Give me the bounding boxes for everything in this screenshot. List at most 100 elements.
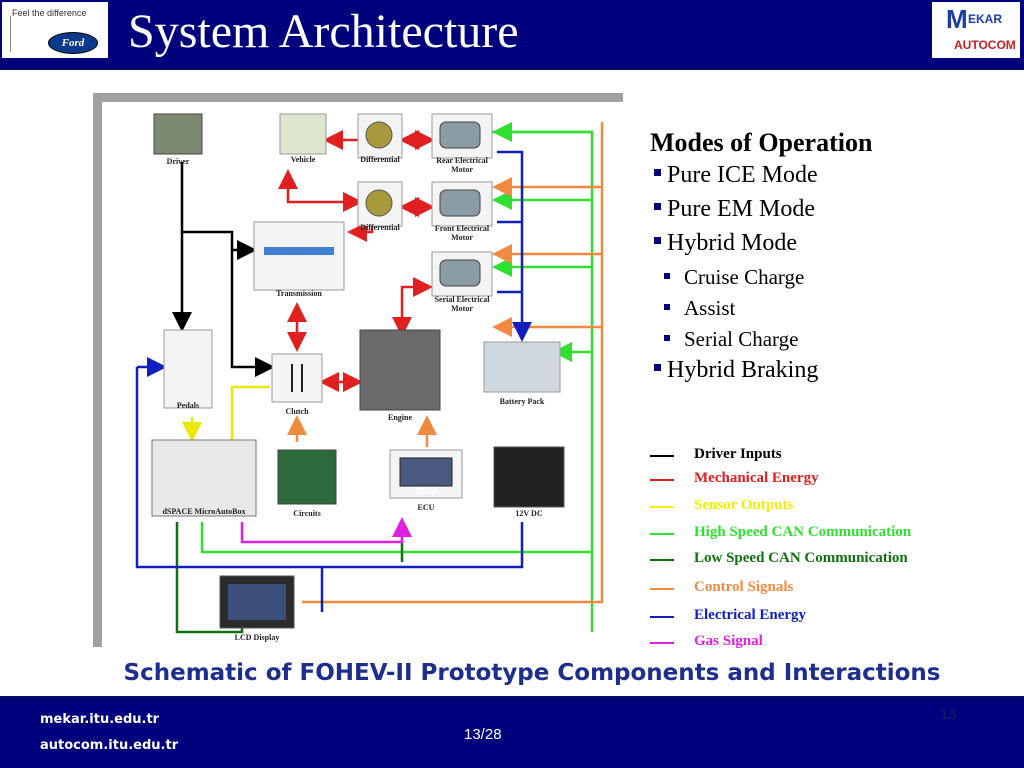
- slide-number: 13: [940, 706, 957, 723]
- label-differential-front: Differential: [360, 223, 400, 232]
- footer-bar: [0, 698, 1024, 768]
- line-electrical-12v: [135, 367, 524, 569]
- lcd-screen-icon: [228, 584, 286, 620]
- legend-label: Mechanical Energy: [694, 470, 819, 486]
- label-driver: Driver: [167, 157, 190, 166]
- diagram-labels: Driver Vehicle Differential Rear Electri…: [162, 155, 544, 642]
- rear-motor-icon: [439, 121, 481, 149]
- legend-label: Control Signals: [694, 579, 794, 595]
- footer-link-autocom[interactable]: autocom.itu.edu.tr: [40, 738, 179, 753]
- dspace-image: [151, 439, 257, 517]
- submode-item: Serial Charge: [664, 327, 799, 352]
- label-rear-motor-line2: Motor: [451, 165, 473, 174]
- legend-swatch: [650, 616, 674, 618]
- transmission-shaft-icon: [264, 247, 334, 255]
- mode-label: Pure ICE Mode: [667, 162, 818, 188]
- label-battery-pack: Battery Pack: [500, 397, 545, 406]
- label-dspace: dSPACE MicroAutoBox: [162, 507, 245, 516]
- label-serial-motor-line2: Motor: [451, 304, 473, 313]
- driver-image: [153, 113, 203, 155]
- ford-divider: [10, 16, 11, 52]
- clutch-image: [271, 353, 323, 403]
- label-clutch: Clutch: [285, 407, 309, 416]
- mekar-autocom-logo: M EKAR AUTOCOM: [932, 2, 1020, 58]
- label-pedals: Pedals: [177, 401, 199, 410]
- architecture-diagram: Driver Vehicle Differential Rear Electri…: [93, 93, 623, 647]
- legend-label: Sensor Outputs: [694, 497, 794, 513]
- bullet-icon: [664, 304, 670, 311]
- mode-item: Pure EM Mode: [654, 196, 815, 223]
- pedals-image: [163, 329, 213, 409]
- legend-swatch: [650, 479, 674, 481]
- mekar-ekar-text: EKAR: [968, 12, 1003, 26]
- mode-item: Pure ICE Mode: [654, 162, 818, 189]
- ford-tagline: Feel the difference: [12, 8, 87, 18]
- legend-swatch: [650, 506, 674, 508]
- modes-heading: Modes of Operation: [650, 128, 873, 157]
- ford-logo: Feel the difference Ford: [2, 2, 108, 58]
- mekar-m-letter: M: [946, 4, 968, 34]
- circuits-image: [277, 449, 337, 505]
- line-driver-clutch: [182, 230, 275, 377]
- modes-of-operation: Modes of Operation: [650, 128, 872, 158]
- legend-swatch: [650, 533, 674, 535]
- mode-label: Hybrid Braking: [667, 357, 819, 383]
- mode-item: Hybrid Mode: [654, 230, 797, 257]
- page-title: System Architecture: [128, 5, 519, 58]
- line-engine-serialmotor: [392, 277, 433, 337]
- label-front-motor-line1: Front Electrical: [435, 224, 490, 233]
- bullet-icon: [664, 273, 670, 280]
- mekar-autocom-text: AUTOCOM: [954, 38, 1016, 52]
- bullet-icon: [654, 236, 661, 244]
- diagram-components: [151, 113, 565, 629]
- legend-label: Electrical Energy: [694, 607, 807, 623]
- label-rear-motor-line1: Rear Electrical: [436, 156, 488, 165]
- label-lcd-display: LCD Display: [235, 633, 280, 642]
- page-indicator: 13/28: [464, 726, 502, 743]
- line-hscan-dspace: [200, 522, 592, 554]
- bullet-icon: [654, 202, 661, 210]
- label-engine: Engine: [388, 413, 412, 422]
- legend-swatch: [650, 559, 674, 561]
- legend-label: Driver Inputs: [694, 446, 782, 462]
- label-differential-rear: Differential: [360, 155, 400, 164]
- legend-swatch: [650, 455, 674, 457]
- mode-label: Pure EM Mode: [667, 196, 815, 222]
- legend-label: High Speed CAN Communication: [694, 524, 912, 540]
- front-motor-icon: [439, 189, 481, 217]
- line-control-main: [302, 122, 604, 604]
- diagram-canvas: Driver Vehicle Differential Rear Electri…: [135, 113, 604, 642]
- submode-label: Cruise Charge: [684, 265, 805, 289]
- submode-label: Serial Charge: [684, 327, 799, 351]
- title-bar: [0, 0, 1024, 68]
- legend-label: Gas Signal: [694, 633, 763, 649]
- submode-label: Assist: [684, 296, 736, 320]
- battery12-image: [493, 446, 565, 508]
- line-electrical-battery: [497, 150, 532, 342]
- label-serial-motor-line1: Serial Electrical: [435, 295, 491, 304]
- submode-item: Assist: [664, 296, 735, 321]
- bullet-icon: [654, 168, 661, 176]
- serial-motor-icon: [439, 259, 481, 287]
- label-ecu: ECU: [418, 503, 435, 512]
- engine-image: [359, 329, 441, 411]
- battery-pack-image: [483, 341, 561, 393]
- title-bar-rule: [0, 68, 1024, 70]
- label-transmission: Transmission: [276, 289, 322, 298]
- label-12v-dc: 12V DC: [515, 509, 542, 518]
- legend-label: Low Speed CAN Communication: [694, 550, 908, 566]
- ecu-box-label: ECU: [416, 486, 435, 496]
- label-vehicle: Vehicle: [291, 155, 316, 164]
- footer-link-mekar[interactable]: mekar.itu.edu.tr: [40, 712, 160, 727]
- ford-oval-icon: Ford: [48, 32, 98, 54]
- label-front-motor-line2: Motor: [451, 233, 473, 242]
- footer-rule: [0, 696, 1024, 698]
- differential-rear-gear-icon: [365, 121, 393, 149]
- bullet-icon: [664, 335, 670, 342]
- legend-swatch: [650, 642, 674, 644]
- mode-item: Hybrid Braking: [654, 357, 818, 384]
- line-gas-ecu: [240, 517, 412, 544]
- mode-label: Hybrid Mode: [667, 230, 797, 256]
- diagram-caption: Schematic of FOHEV-II Prototype Componen…: [123, 660, 941, 686]
- submode-item: Cruise Charge: [664, 265, 804, 290]
